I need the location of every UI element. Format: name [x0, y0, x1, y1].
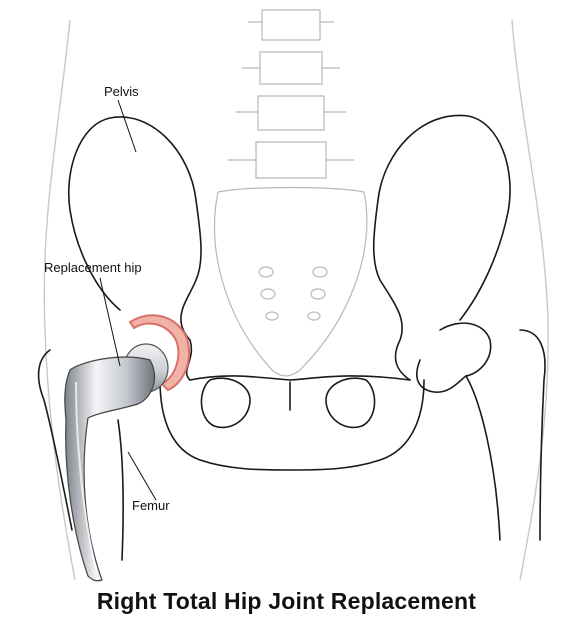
- pelvis-bone: [69, 115, 510, 470]
- sacrum: [215, 188, 367, 377]
- left-femur: [417, 323, 545, 540]
- label-femur: Femur: [132, 498, 170, 513]
- lumbar-vertebrae: [228, 10, 354, 178]
- label-replacement-hip: Replacement hip: [44, 260, 142, 275]
- label-pelvis: Pelvis: [104, 84, 139, 99]
- diagram-caption: Right Total Hip Joint Replacement: [0, 588, 573, 615]
- leader-lines: [100, 100, 156, 500]
- implant-femoral-component: [65, 344, 168, 581]
